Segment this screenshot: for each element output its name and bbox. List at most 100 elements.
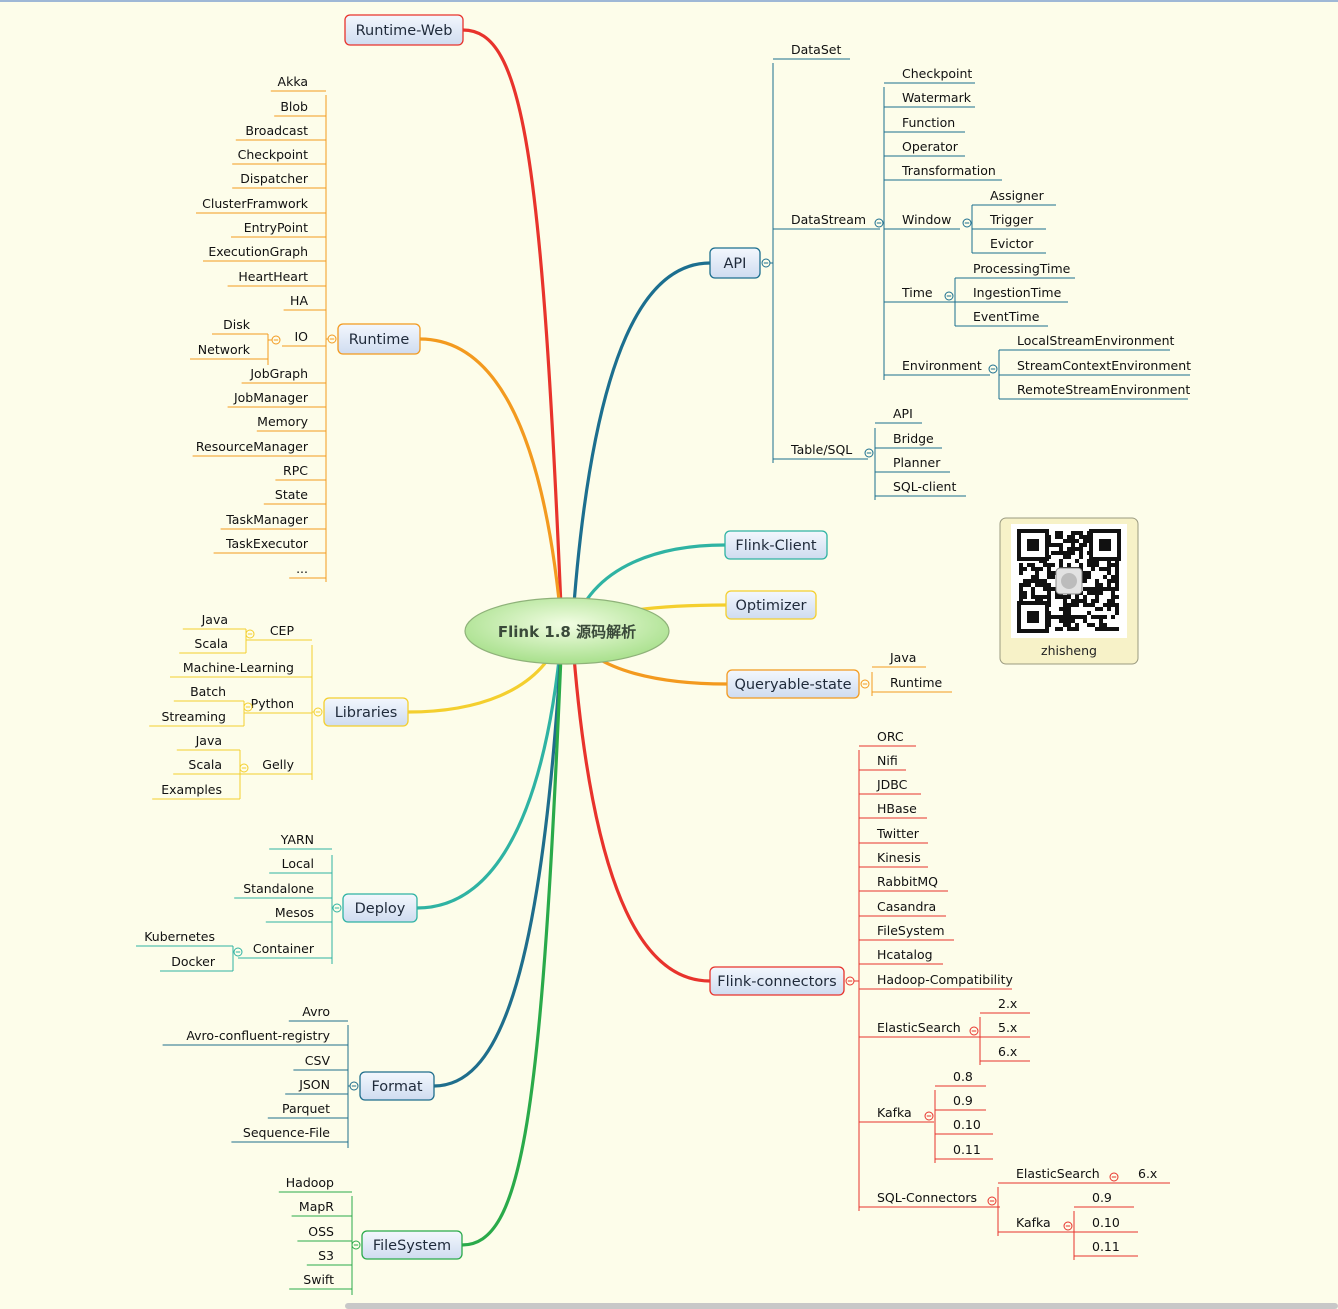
connectors-elasticsearch-item-6-x[interactable]: 6.x xyxy=(998,1044,1017,1059)
table-sql-item-sql-client[interactable]: SQL-client xyxy=(893,479,956,494)
collapse-toggle-connectors-sql-connectors[interactable] xyxy=(987,1196,997,1206)
libraries-item-gelly[interactable]: Gelly xyxy=(262,757,294,772)
connectors-item-nifi[interactable]: Nifi xyxy=(877,753,898,768)
collapse-toggle-connectors-elasticsearch[interactable] xyxy=(969,1026,979,1036)
runtime-item-executiongraph[interactable]: ExecutionGraph xyxy=(208,244,308,259)
sql-connectors-kafka-item-0-11[interactable]: 0.11 xyxy=(1092,1239,1120,1254)
deploy-item-container[interactable]: Container xyxy=(253,941,315,956)
runtime-item-clusterframwork[interactable]: ClusterFramwork xyxy=(202,196,309,211)
branch-filesystem[interactable]: FileSystem xyxy=(361,1230,463,1260)
filesystem-item-hadoop[interactable]: Hadoop xyxy=(286,1175,334,1190)
deploy-item-local[interactable]: Local xyxy=(282,856,314,871)
connectors-item-twitter[interactable]: Twitter xyxy=(876,826,920,841)
collapse-toggle-runtime-io[interactable] xyxy=(271,335,281,345)
libraries-item-machine-learning[interactable]: Machine-Learning xyxy=(183,660,294,675)
datastream-item-checkpoint[interactable]: Checkpoint xyxy=(902,66,972,81)
datastream-window-item-evictor[interactable]: Evictor xyxy=(990,236,1034,251)
collapse-toggle-format[interactable] xyxy=(349,1081,359,1091)
connectors-item-filesystem[interactable]: FileSystem xyxy=(877,923,945,938)
connectors-item-hcatalog[interactable]: Hcatalog xyxy=(877,947,933,962)
datastream-item-watermark[interactable]: Watermark xyxy=(902,90,972,105)
connectors-item-elasticsearch[interactable]: ElasticSearch xyxy=(877,1020,961,1035)
connectors-item-kinesis[interactable]: Kinesis xyxy=(877,850,921,865)
datastream-item-environment[interactable]: Environment xyxy=(902,358,982,373)
filesystem-item-s3[interactable]: S3 xyxy=(318,1248,334,1263)
table-sql-item-bridge[interactable]: Bridge xyxy=(893,431,934,446)
datastream-environment-item-remotestreamenvironment[interactable]: RemoteStreamEnvironment xyxy=(1017,382,1190,397)
datastream-time-item-ingestiontime[interactable]: IngestionTime xyxy=(973,285,1062,300)
scrollbar[interactable] xyxy=(345,1303,1338,1309)
branch-flink-client[interactable]: Flink-Client xyxy=(724,530,828,560)
runtime-item-taskmanager[interactable]: TaskManager xyxy=(225,512,309,527)
connectors-item-orc[interactable]: ORC xyxy=(877,729,904,744)
libraries-item-cep[interactable]: CEP xyxy=(270,623,295,638)
format-item-json[interactable]: JSON xyxy=(298,1077,330,1092)
filesystem-item-swift[interactable]: Swift xyxy=(303,1272,334,1287)
collapse-toggle-datastream-time[interactable] xyxy=(944,291,954,301)
api-item-datastream[interactable]: DataStream xyxy=(791,212,866,227)
connectors-item-hbase[interactable]: HBase xyxy=(877,801,917,816)
branch-queryable-state[interactable]: Queryable-state xyxy=(726,669,860,699)
collapse-toggle-api-table-sql[interactable] xyxy=(864,448,874,458)
runtime-item-dispatcher[interactable]: Dispatcher xyxy=(240,171,309,186)
format-item-csv[interactable]: CSV xyxy=(305,1053,331,1068)
runtime-item-io[interactable]: IO xyxy=(294,329,308,344)
collapse-toggle-deploy-container[interactable] xyxy=(233,947,243,957)
collapse-toggle-api-datastream[interactable] xyxy=(874,218,884,228)
runtime-item-state[interactable]: State xyxy=(275,487,308,502)
table-sql-item-planner[interactable]: Planner xyxy=(893,455,941,470)
libraries-gelly-item-examples[interactable]: Examples xyxy=(161,782,222,797)
format-item-avro-confluent-registry[interactable]: Avro-confluent-registry xyxy=(186,1028,330,1043)
connectors-elasticsearch-item-5-x[interactable]: 5.x xyxy=(998,1020,1017,1035)
datastream-item-function[interactable]: Function xyxy=(902,115,955,130)
runtime-item-checkpoint[interactable]: Checkpoint xyxy=(238,147,308,162)
table-sql-item-api[interactable]: API xyxy=(893,406,913,421)
collapse-toggle-datastream-environment[interactable] xyxy=(988,364,998,374)
runtime-io-item-disk[interactable]: Disk xyxy=(223,317,251,332)
datastream-environment-item-localstreamenvironment[interactable]: LocalStreamEnvironment xyxy=(1017,333,1175,348)
runtime-item-resourcemanager[interactable]: ResourceManager xyxy=(196,439,309,454)
collapse-toggle-filesystem[interactable] xyxy=(351,1240,361,1250)
connectors-kafka-item-0-8[interactable]: 0.8 xyxy=(953,1069,973,1084)
deploy-container-item-kubernetes[interactable]: Kubernetes xyxy=(144,929,215,944)
connectors-kafka-item-0-11[interactable]: 0.11 xyxy=(953,1142,981,1157)
deploy-item-mesos[interactable]: Mesos xyxy=(275,905,314,920)
collapse-toggle-sql-connectors-kafka[interactable] xyxy=(1063,1221,1073,1231)
libraries-python-item-streaming[interactable]: Streaming xyxy=(161,709,226,724)
datastream-item-transformation[interactable]: Transformation xyxy=(901,163,996,178)
collapse-toggle-flink-connectors[interactable] xyxy=(845,976,855,986)
api-item-dataset[interactable]: DataSet xyxy=(791,42,841,57)
connectors-item-casandra[interactable]: Casandra xyxy=(877,899,936,914)
runtime-item-heartheart[interactable]: HeartHeart xyxy=(238,269,308,284)
connectors-kafka-item-0-10[interactable]: 0.10 xyxy=(953,1117,981,1132)
collapse-toggle-libraries-cep[interactable] xyxy=(245,629,255,639)
datastream-time-item-processingtime[interactable]: ProcessingTime xyxy=(973,261,1071,276)
connectors-item-jdbc[interactable]: JDBC xyxy=(876,777,908,792)
deploy-item-standalone[interactable]: Standalone xyxy=(243,881,314,896)
queryable-state-item-java[interactable]: Java xyxy=(889,650,916,665)
libraries-cep-item-scala[interactable]: Scala xyxy=(194,636,228,651)
collapse-toggle-sql-connectors-elasticsearch[interactable] xyxy=(1109,1172,1119,1182)
filesystem-item-oss[interactable]: OSS xyxy=(308,1224,334,1239)
runtime-item-entrypoint[interactable]: EntryPoint xyxy=(244,220,308,235)
runtime-item-more[interactable]: ... xyxy=(296,561,308,576)
runtime-item-jobgraph[interactable]: JobGraph xyxy=(249,366,308,381)
runtime-item-ha[interactable]: HA xyxy=(290,293,308,308)
connectors-elasticsearch-item-2-x[interactable]: 2.x xyxy=(998,996,1017,1011)
queryable-state-item-runtime[interactable]: Runtime xyxy=(890,675,943,690)
deploy-item-yarn[interactable]: YARN xyxy=(280,832,314,847)
collapse-toggle-datastream-window[interactable] xyxy=(962,218,972,228)
sql-connectors-kafka-item-0-10[interactable]: 0.10 xyxy=(1092,1215,1120,1230)
branch-optimizer[interactable]: Optimizer xyxy=(725,590,817,620)
connectors-item-sql-connectors[interactable]: SQL-Connectors xyxy=(877,1190,977,1205)
sql-connectors-item-elasticsearch[interactable]: ElasticSearch xyxy=(1016,1166,1100,1181)
branch-format[interactable]: Format xyxy=(359,1071,435,1101)
datastream-item-operator[interactable]: Operator xyxy=(902,139,959,154)
collapse-toggle-runtime[interactable] xyxy=(327,334,337,344)
runtime-io-item-network[interactable]: Network xyxy=(198,342,251,357)
datastream-window-item-assigner[interactable]: Assigner xyxy=(990,188,1045,203)
collapse-toggle-api[interactable] xyxy=(761,258,771,268)
runtime-item-broadcast[interactable]: Broadcast xyxy=(245,123,308,138)
collapse-toggle-libraries-python[interactable] xyxy=(243,702,253,712)
datastream-item-window[interactable]: Window xyxy=(902,212,951,227)
